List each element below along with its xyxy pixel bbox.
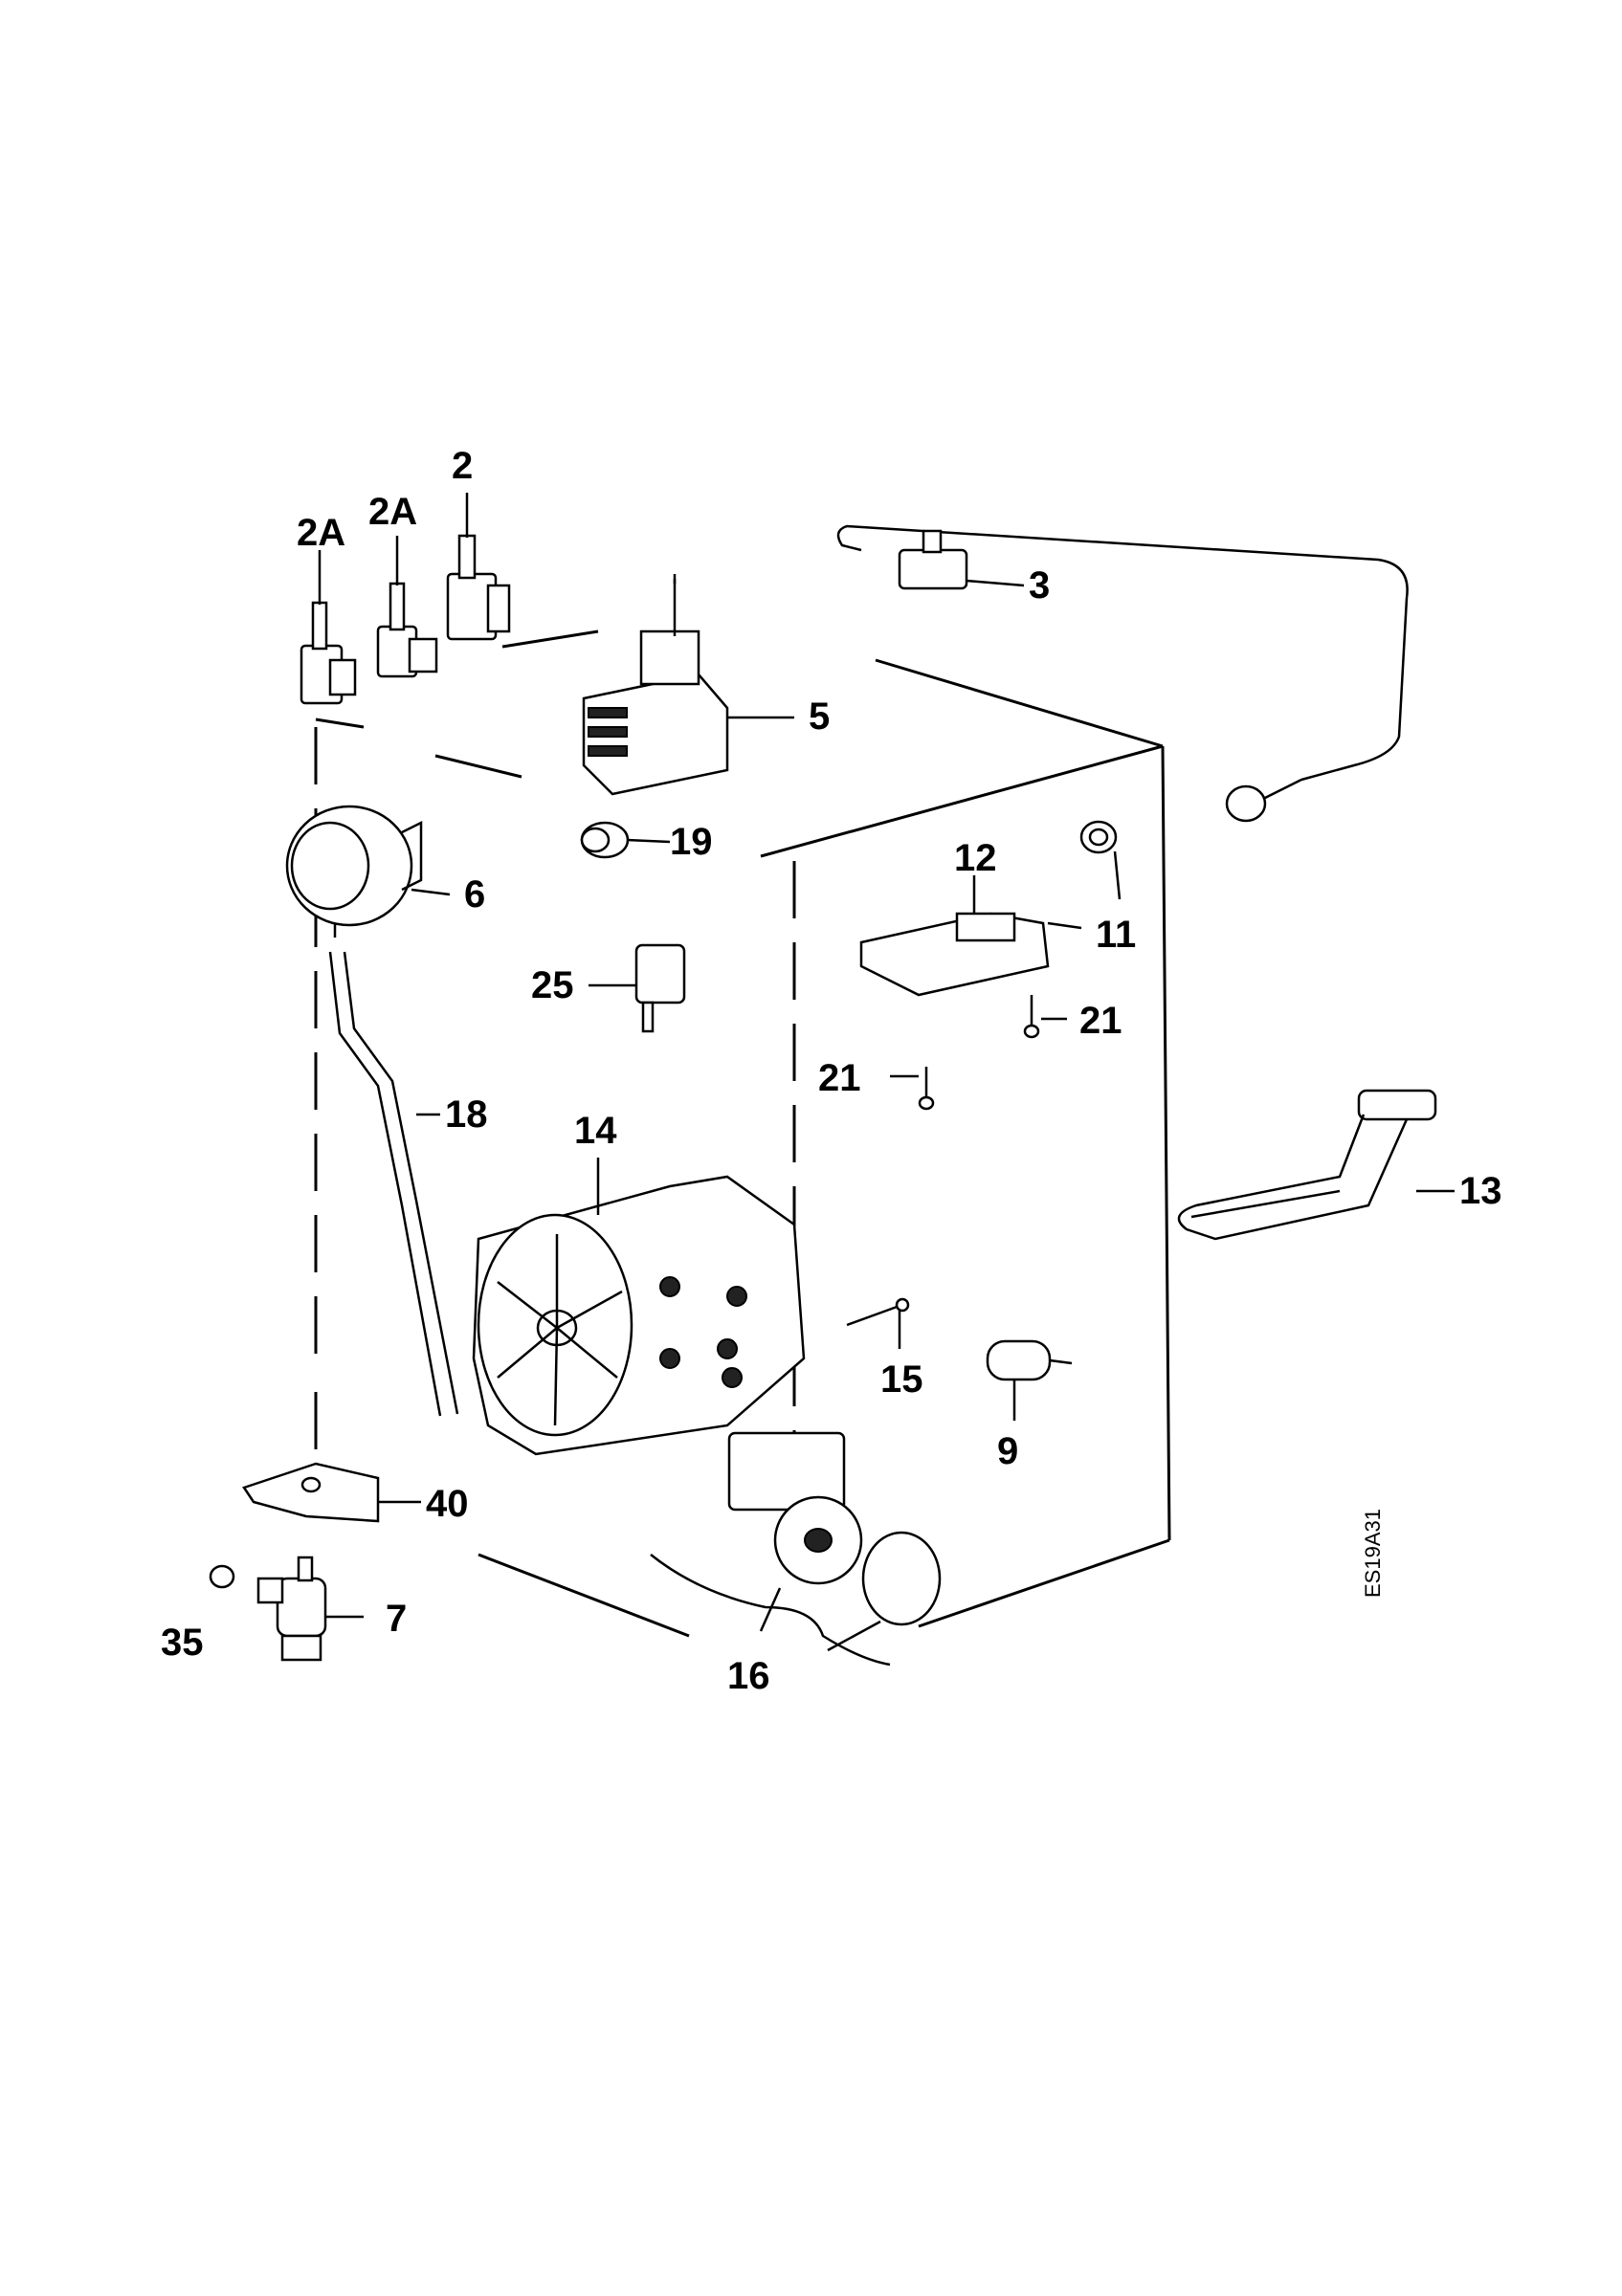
- label-18: 18: [445, 1093, 488, 1136]
- label-11: 11: [1096, 914, 1136, 956]
- clip-35: [209, 1564, 235, 1589]
- label-15: 15: [880, 1358, 923, 1401]
- motor-14: [472, 1158, 806, 1456]
- programmer-terminals: [588, 707, 628, 757]
- callout-labels: 2 2A 2A 3 5 6 19 12 11 25 21 21 18 14 13…: [161, 445, 1502, 1697]
- label-5: 5: [809, 695, 830, 738]
- label-21-right: 21: [1079, 1000, 1122, 1042]
- pump-16: [650, 1431, 942, 1667]
- programmer-5: [582, 574, 794, 796]
- hose-18: [328, 951, 459, 1417]
- label-13: 13: [1459, 1170, 1502, 1212]
- suppressor-25: [589, 943, 686, 1033]
- switch-2a-mid: [376, 536, 438, 678]
- thermostat-3: [836, 524, 1409, 823]
- switch-2: [446, 493, 511, 641]
- label-16: 16: [727, 1655, 770, 1697]
- label-3: 3: [1029, 564, 1050, 607]
- label-2: 2: [452, 445, 473, 487]
- label-2a-left: 2A: [297, 512, 345, 554]
- door-interlock-12: [859, 875, 1082, 997]
- label-9: 9: [997, 1430, 1018, 1472]
- screw-21-left: [890, 1067, 935, 1111]
- pressure-switch-6: [285, 805, 451, 938]
- label-2a-mid: 2A: [368, 491, 417, 533]
- motor-terminals: [659, 1276, 747, 1388]
- label-25: 25: [531, 964, 574, 1006]
- grommet-19: [580, 821, 671, 859]
- label-35: 35: [161, 1622, 204, 1664]
- label-14: 14: [574, 1110, 617, 1152]
- valve-7: [256, 1556, 364, 1662]
- screw-21-right: [1023, 995, 1067, 1039]
- diagram-code: ES19A31: [1361, 1509, 1385, 1598]
- label-12: 12: [954, 837, 997, 879]
- bracket-40: [242, 1462, 421, 1523]
- label-40: 40: [426, 1483, 469, 1525]
- bush-11: [1079, 820, 1122, 900]
- label-7: 7: [386, 1598, 407, 1640]
- heater-13: [1177, 1089, 1455, 1241]
- label-21-left: 21: [818, 1057, 861, 1099]
- switch-2a-left: [300, 550, 357, 705]
- label-6: 6: [464, 873, 485, 916]
- capacitor-9: [986, 1339, 1073, 1421]
- motor-fan-spokes: [497, 1234, 623, 1426]
- label-19: 19: [670, 821, 713, 863]
- screw-15: [846, 1297, 910, 1349]
